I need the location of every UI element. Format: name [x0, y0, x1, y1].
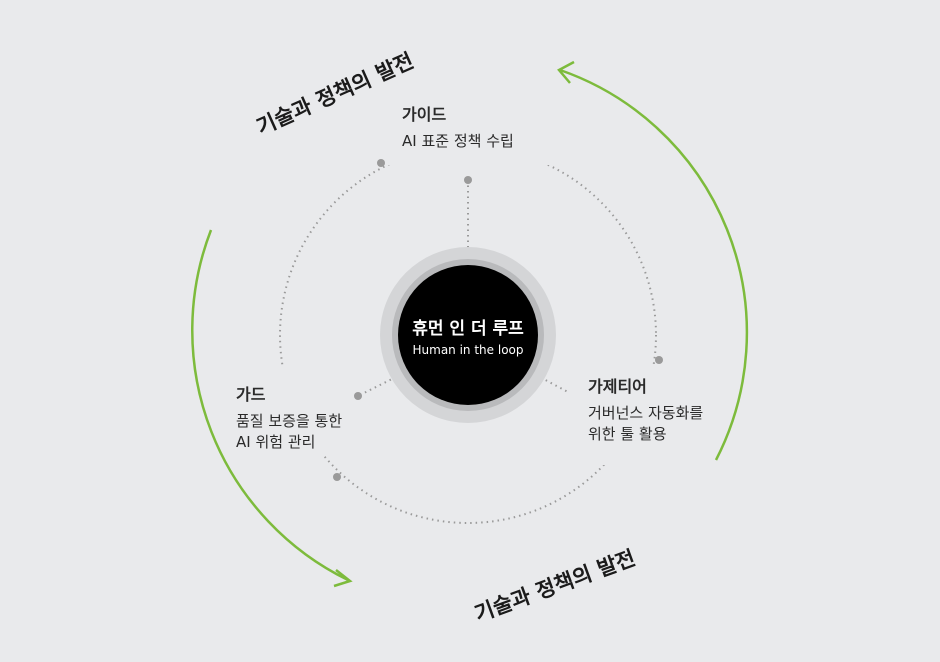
node-title: 가제티어: [588, 377, 647, 396]
node-guide: 가이드 AI 표준 정책 수립: [402, 104, 514, 152]
node-gazetteer: 가제티어 거버넌스 자동화를 위한 툴 활용: [588, 376, 703, 445]
connector-guard: [359, 374, 401, 396]
dot: [354, 392, 362, 400]
cycle-arrow-left: [191, 229, 349, 582]
arrow-head-right: [557, 60, 575, 84]
human-in-the-loop-core: 휴먼 인 더 루프 Human in the loop: [398, 265, 538, 405]
node-desc: 위한 툴 활용: [588, 425, 667, 443]
core-title-ko: 휴먼 인 더 루프: [412, 318, 524, 339]
node-desc: 품질 보증을 통한: [236, 412, 343, 430]
node-guard: 가드 품질 보증을 통한 AI 위험 관리: [236, 384, 342, 453]
dot: [333, 473, 341, 481]
node-desc: AI 위험 관리: [236, 433, 316, 451]
node-title: 가이드: [402, 105, 447, 124]
dot: [655, 356, 663, 364]
node-title: 가드: [236, 385, 266, 404]
dot: [464, 176, 472, 184]
core-circle: [398, 265, 538, 405]
core-title-en: Human in the loop: [412, 342, 524, 357]
arrow-head-left: [333, 569, 353, 588]
node-desc: 거버넌스 자동화를: [588, 404, 704, 422]
dot: [377, 159, 385, 167]
cycle-arrow-right: [559, 68, 749, 461]
node-desc: AI 표준 정책 수립: [402, 132, 514, 150]
